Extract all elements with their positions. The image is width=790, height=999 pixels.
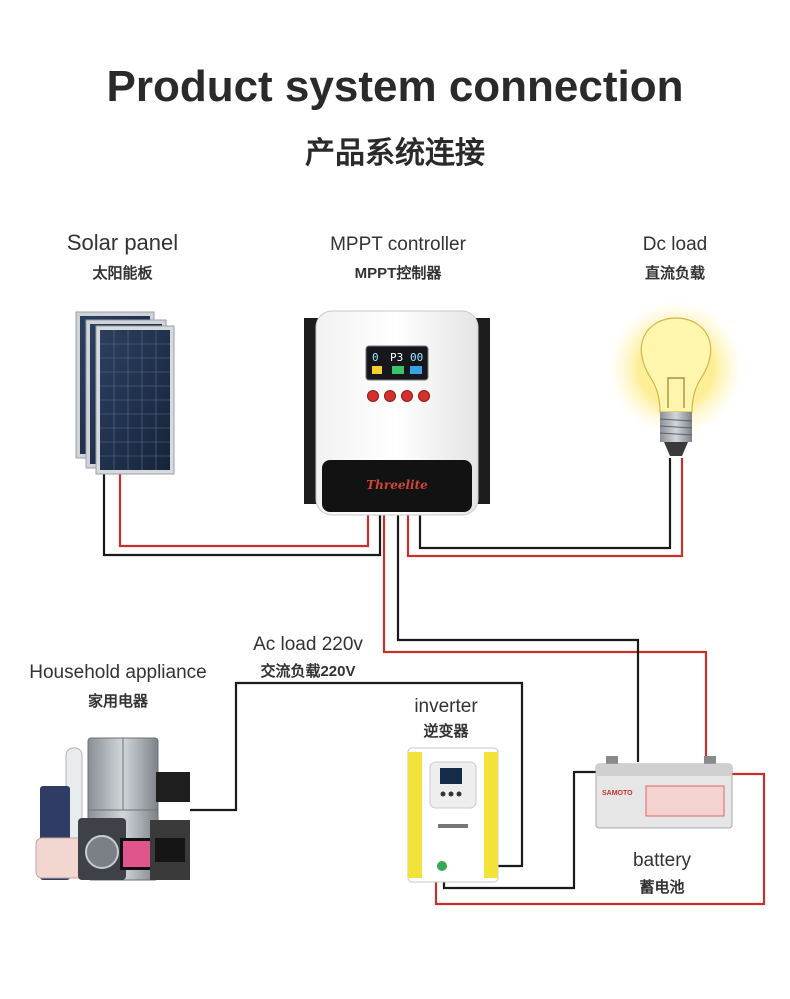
svg-text:P3: P3 (390, 351, 403, 364)
controller-button-3 (401, 390, 413, 402)
inverter-display (440, 768, 462, 784)
battery-brand: SAMOTO (602, 790, 633, 797)
wire-solar-positive (118, 468, 370, 548)
inverter-logo-icon (437, 861, 447, 871)
wires (102, 458, 766, 906)
dc-load-label-cn: 直流负载 (644, 265, 705, 282)
household-appliances (35, 737, 190, 881)
inverter-label: inverter (414, 696, 478, 717)
controller-button-1 (367, 390, 379, 402)
svg-text:0: 0 (372, 351, 379, 364)
inverter-label-cn: 逆变器 (423, 723, 469, 740)
wire-solar-negative (102, 468, 382, 557)
page-subtitle: 产品系统连接 (305, 137, 485, 170)
household-label: Household appliance (29, 662, 207, 683)
controller-button-4 (418, 390, 430, 402)
inverter-unit (407, 747, 499, 883)
dc-load-bulb (608, 300, 744, 456)
solar-panel-label: Solar panel (66, 230, 179, 255)
wire-battery-positive (382, 514, 708, 762)
dc-load-label: Dc load (642, 234, 708, 255)
controller-label-cn: MPPT控制器 (354, 265, 442, 282)
controller-button-2 (384, 390, 396, 402)
controller-label: MPPT controller (330, 234, 466, 255)
solar-panel-label-cn: 太阳能板 (92, 265, 153, 282)
range-hood-icon (156, 772, 190, 802)
battery-unit: SAMOTO (595, 756, 733, 829)
wire-battery-negative (396, 514, 640, 762)
svg-text:00: 00 (410, 351, 423, 364)
mppt-controller: 0 P3 00 Threelite (304, 310, 490, 516)
controller-buttons (367, 390, 430, 402)
wire-inverter-negative (442, 770, 596, 890)
wire-dc-negative (418, 458, 672, 550)
water-heater-icon (35, 837, 85, 879)
solar-panel (75, 311, 175, 475)
wire-ac-load (190, 681, 524, 868)
wire-dc-positive (406, 458, 684, 558)
ac-load-label-cn: 交流负载220V (260, 663, 356, 680)
controller-brand: Threelite (366, 478, 428, 492)
battery-label-cn: 蓄电池 (639, 879, 685, 896)
page-title: Product system connection (106, 62, 684, 111)
battery-label: battery (632, 850, 692, 871)
solar-panel-front (95, 325, 175, 475)
household-label-cn: 家用电器 (87, 693, 148, 710)
wire-inverter-positive (434, 772, 766, 906)
ac-load-label: Ac load 220v (253, 634, 363, 655)
